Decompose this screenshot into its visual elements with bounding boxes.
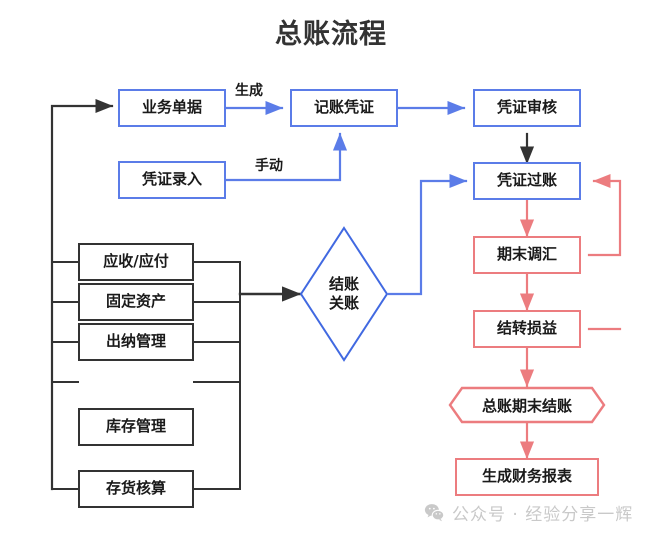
node-carry-forward-pl[interactable]: 结转损益 bbox=[473, 310, 581, 348]
hexagon-shape bbox=[448, 386, 606, 424]
node-close-period[interactable]: 结账 关账 bbox=[299, 226, 389, 362]
node-generate-reports[interactable]: 生成财务报表 bbox=[455, 458, 599, 496]
node-period-end-fx[interactable]: 期末调汇 bbox=[473, 236, 581, 274]
watermark: 公众号 · 经验分享一辉 bbox=[424, 500, 633, 525]
node-module-fixed-assets[interactable]: 固定资产 bbox=[78, 283, 194, 321]
node-business-document[interactable]: 业务单据 bbox=[118, 89, 226, 127]
node-gl-period-close-label: 总账期末结账 bbox=[481, 396, 572, 415]
edge-label-generate: 生成 bbox=[235, 83, 263, 99]
node-voucher-posting[interactable]: 凭证过账 bbox=[473, 162, 581, 200]
node-module-inventory-acct[interactable]: 存货核算 bbox=[78, 470, 194, 508]
node-gl-period-close[interactable]: 总账期末结账 bbox=[448, 386, 606, 424]
diamond-shape bbox=[299, 226, 389, 362]
edge-label-manual: 手动 bbox=[255, 158, 283, 174]
node-accounting-voucher[interactable]: 记账凭证 bbox=[290, 89, 398, 127]
node-module-ar-ap[interactable]: 应收/应付 bbox=[78, 243, 194, 281]
watermark-text: 公众号 · 经验分享一辉 bbox=[452, 505, 634, 525]
node-module-cashier[interactable]: 出纳管理 bbox=[78, 323, 194, 361]
page-title: 总账流程 bbox=[275, 19, 387, 50]
node-voucher-review[interactable]: 凭证审核 bbox=[473, 89, 581, 127]
node-close-period-label: 结账 关账 bbox=[328, 275, 359, 312]
node-module-inventory-mgmt[interactable]: 库存管理 bbox=[78, 408, 194, 446]
wechat-icon bbox=[424, 502, 445, 523]
node-voucher-entry[interactable]: 凭证录入 bbox=[118, 161, 226, 199]
